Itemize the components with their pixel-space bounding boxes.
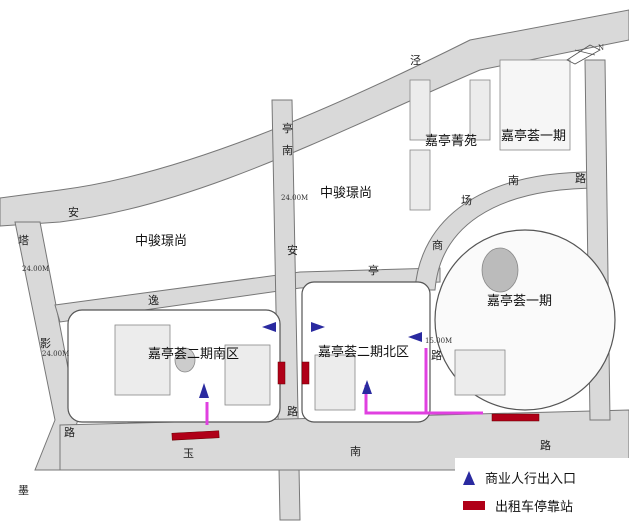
area-label: 嘉亭菁苑 [425,134,478,149]
taxi-stop [277,361,286,385]
road-width-label: 24.00M [281,194,309,202]
entrance-marker [262,322,276,332]
road-width-label: 24.00M [22,265,50,273]
area-label: 嘉亭荟二期南区 [148,347,240,362]
road-char: 墨 [18,484,29,497]
road-char: 影 [40,337,51,350]
legend-taxi-label: 出租车停靠站 [495,500,574,515]
road-char: 南 [282,144,293,157]
road-width-label: 15.00M [425,337,453,345]
entrance-marker [408,332,422,342]
road-char: 安 [68,206,79,219]
road-char: 安 [287,244,298,257]
legend: 商业人行出入口 出租车停靠站 [455,458,629,524]
road-jing [0,9,629,227]
area-label: 中骏璟尚 [320,186,373,201]
road-char: 路 [431,349,442,362]
legend-entrance-label: 商业人行出入口 [485,472,577,487]
road-char: 泾 [410,54,421,67]
entrance-triangle-icon [463,470,475,485]
road-char: 南 [508,174,519,187]
road-char: 塔 [18,234,29,247]
area-label: 嘉亭荟二期北区 [318,345,410,360]
road-char: 路 [287,405,298,418]
taxi-stop [491,413,540,422]
entrance-marker [362,380,372,394]
road-char: 亭 [282,122,293,135]
road-char: 路 [540,439,551,452]
compass-north-label: N [598,44,605,52]
road-width-label: 24.00M [42,350,70,358]
road-char: 亭 [368,264,379,277]
road-char: 玉 [183,447,194,460]
taxi-stop [171,430,220,441]
road-char: 商 [432,239,443,252]
entrance-marker [199,383,209,398]
road-char: 路 [575,172,586,185]
legend-entrance: 商业人行出入口 [463,468,576,487]
road-char: 路 [64,426,75,439]
road-char: 逸 [148,294,159,307]
taxi-stop [301,361,310,385]
area-label: 嘉亭荟一期 [487,294,553,309]
area-label: 中骏璟尚 [135,234,188,249]
entrance-marker [311,322,325,332]
compass-icon [566,44,601,65]
area-label: 嘉亭荟一期 [501,129,567,144]
road-char: 场 [461,194,472,207]
taxi-stop-icon [463,501,485,510]
road-yu-nan [59,409,629,471]
legend-taxi: 出租车停靠站 [463,496,573,515]
pedestrian-path [205,348,483,425]
road-char: 南 [350,445,361,458]
